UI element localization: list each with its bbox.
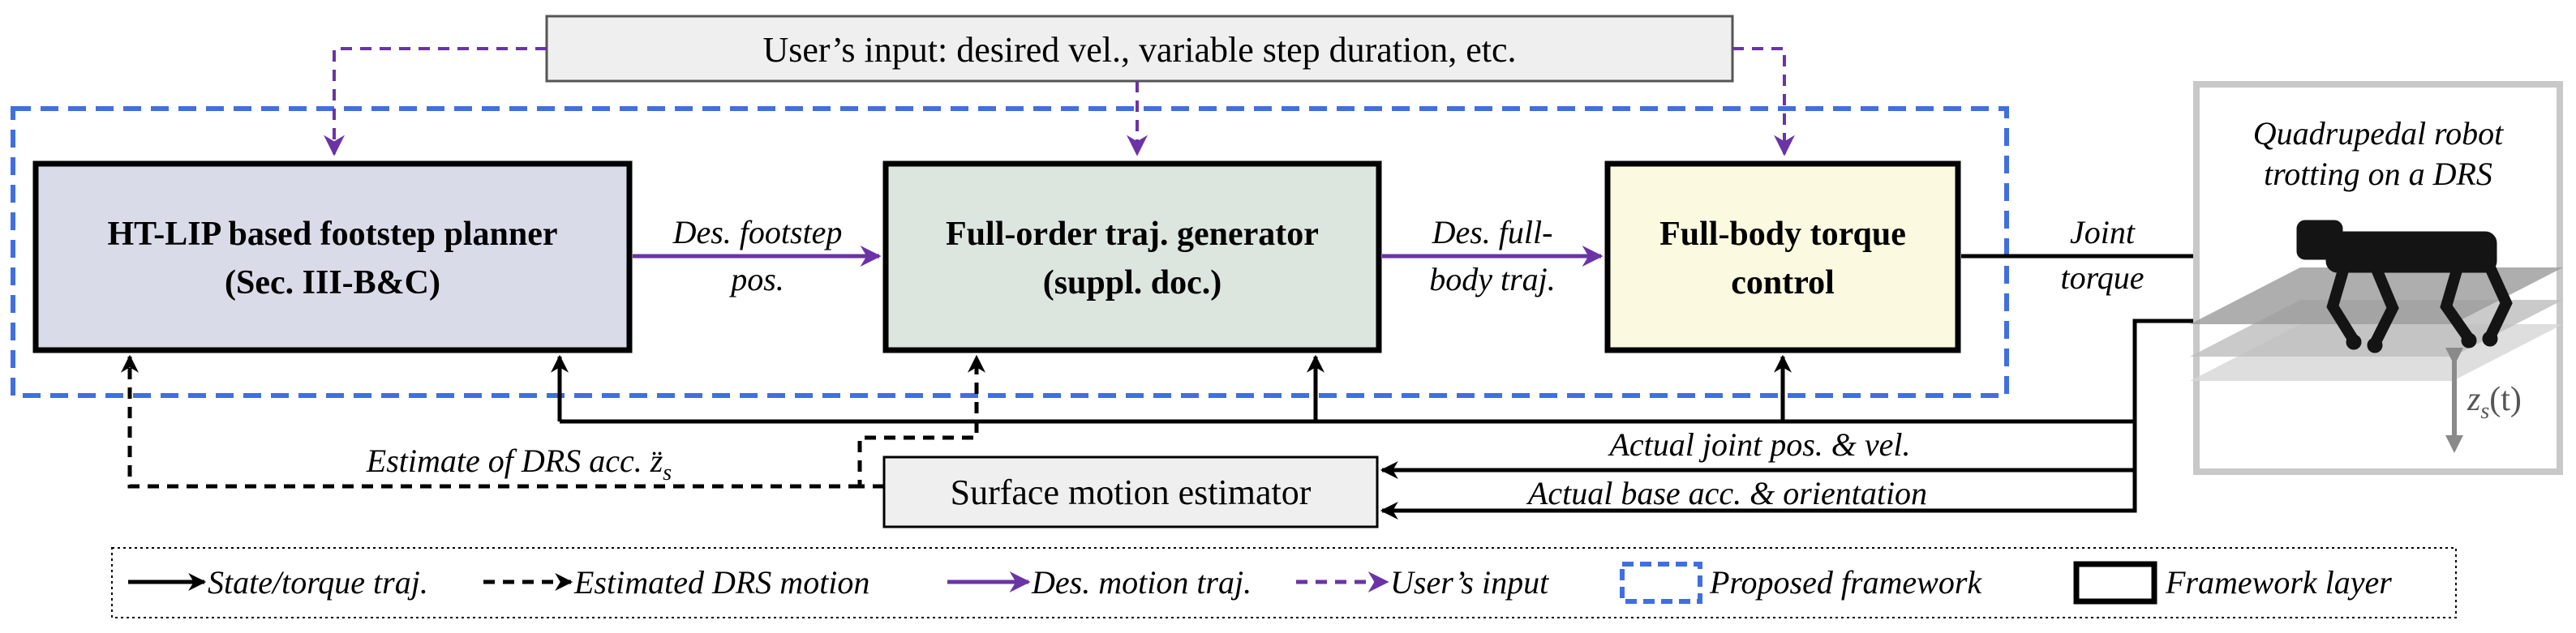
torque-line2: control: [1731, 264, 1835, 302]
planner-line2: (Sec. III-B&C): [225, 264, 440, 302]
des-footstep-line1: Des. footstep: [672, 214, 843, 250]
generator-line1: Full-order traj. generator: [946, 216, 1319, 253]
torque-block: [1604, 160, 1961, 353]
generator-block: [882, 160, 1382, 353]
zs-label: zs(t): [2467, 381, 2522, 424]
legend-item-desired: Des. motion traj.: [947, 564, 1252, 601]
planner-line1: HT-LIP based footstep planner: [107, 216, 557, 253]
proposed-framework-box: [11, 106, 2009, 398]
torque-line1: Full-body torque: [1659, 216, 1906, 253]
svg-text:Proposed framework: Proposed framework: [1709, 564, 1982, 601]
generator-line2: (suppl. doc.): [1043, 264, 1222, 302]
svg-text:Estimated DRS motion: Estimated DRS motion: [573, 564, 869, 601]
estimate-drs-label: Estimate of DRS acc. z̈s: [366, 443, 672, 485]
user-input-arrows: [324, 47, 1795, 156]
estimator-box: [882, 456, 1379, 528]
legend-item-state: State/torque traj.: [128, 564, 428, 601]
actual-joint-label: Actual joint pos. & vel.: [1607, 426, 1910, 463]
svg-text:State/torque traj.: State/torque traj.: [208, 564, 428, 601]
actual-base-label: Actual base acc. & orientation: [1526, 475, 1927, 511]
svg-text:Des. motion traj.: Des. motion traj.: [1031, 564, 1252, 601]
joint-torque-line2: torque: [2061, 259, 2145, 296]
joint-torque-line1: Joint: [2070, 214, 2136, 250]
robot-title-line1: Quadrupedal robot: [2253, 115, 2504, 152]
svg-text:Framework layer: Framework layer: [2165, 564, 2392, 601]
legend-item-estimated: Estimated DRS motion: [483, 564, 869, 601]
des-fullbody-line1: Des. full-: [1432, 214, 1553, 250]
svg-text:User’s input: User’s input: [1390, 564, 1549, 601]
estimator-text: Surface motion estimator: [951, 473, 1312, 512]
user-input-text: User’s input: desired vel., variable ste…: [762, 30, 1516, 70]
des-fullbody-line2: body traj.: [1429, 261, 1556, 297]
quadruped-robot-image: [2296, 220, 2513, 353]
planner-block: [32, 160, 633, 353]
legend-item-proposed: Proposed framework: [1620, 562, 1982, 604]
estimated-drs-lines: [121, 354, 985, 489]
robot-title-line2: trotting on a DRS: [2264, 156, 2492, 192]
des-footstep-line2: pos.: [728, 261, 784, 297]
legend-box: [111, 547, 2457, 618]
legend-item-user: User’s input: [1296, 564, 1549, 601]
legend-item-layer: Framework layer: [2073, 561, 2392, 605]
